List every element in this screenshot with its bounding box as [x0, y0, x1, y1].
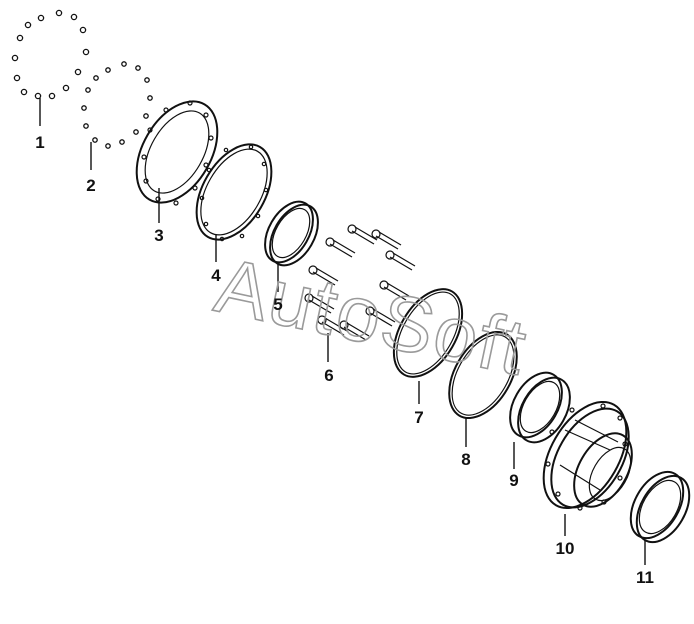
part-1-screw-ring — [11, 9, 90, 100]
part-10-wheel-hub — [542, 400, 633, 511]
part-4-gasket — [195, 143, 273, 242]
part-8-o-ring — [448, 330, 518, 420]
callout-5: 5 — [273, 295, 282, 314]
part-3-cover-plate — [135, 100, 219, 206]
callout-2: 2 — [86, 176, 95, 195]
part-7-o-ring — [392, 288, 464, 378]
part-2-washer-ring — [81, 61, 153, 149]
callout-6: 6 — [324, 366, 333, 385]
callout-1: 1 — [35, 133, 44, 152]
callout-11: 11 — [636, 568, 654, 587]
callout-7: 7 — [414, 408, 423, 427]
callout-4: 4 — [211, 266, 221, 285]
part-9-bearing-race — [509, 371, 571, 444]
leader-lines — [39, 98, 646, 565]
watermark: AutoSoft — [208, 241, 535, 393]
part-11-bearing-cup — [629, 470, 691, 544]
callout-10: 10 — [556, 539, 575, 558]
callout-9: 9 — [509, 471, 518, 490]
callout-8: 8 — [461, 450, 470, 469]
callout-3: 3 — [154, 226, 163, 245]
callout-labels: 1 2 3 4 5 6 7 8 9 10 11 — [35, 133, 654, 587]
part-6-bolts — [304, 224, 416, 341]
